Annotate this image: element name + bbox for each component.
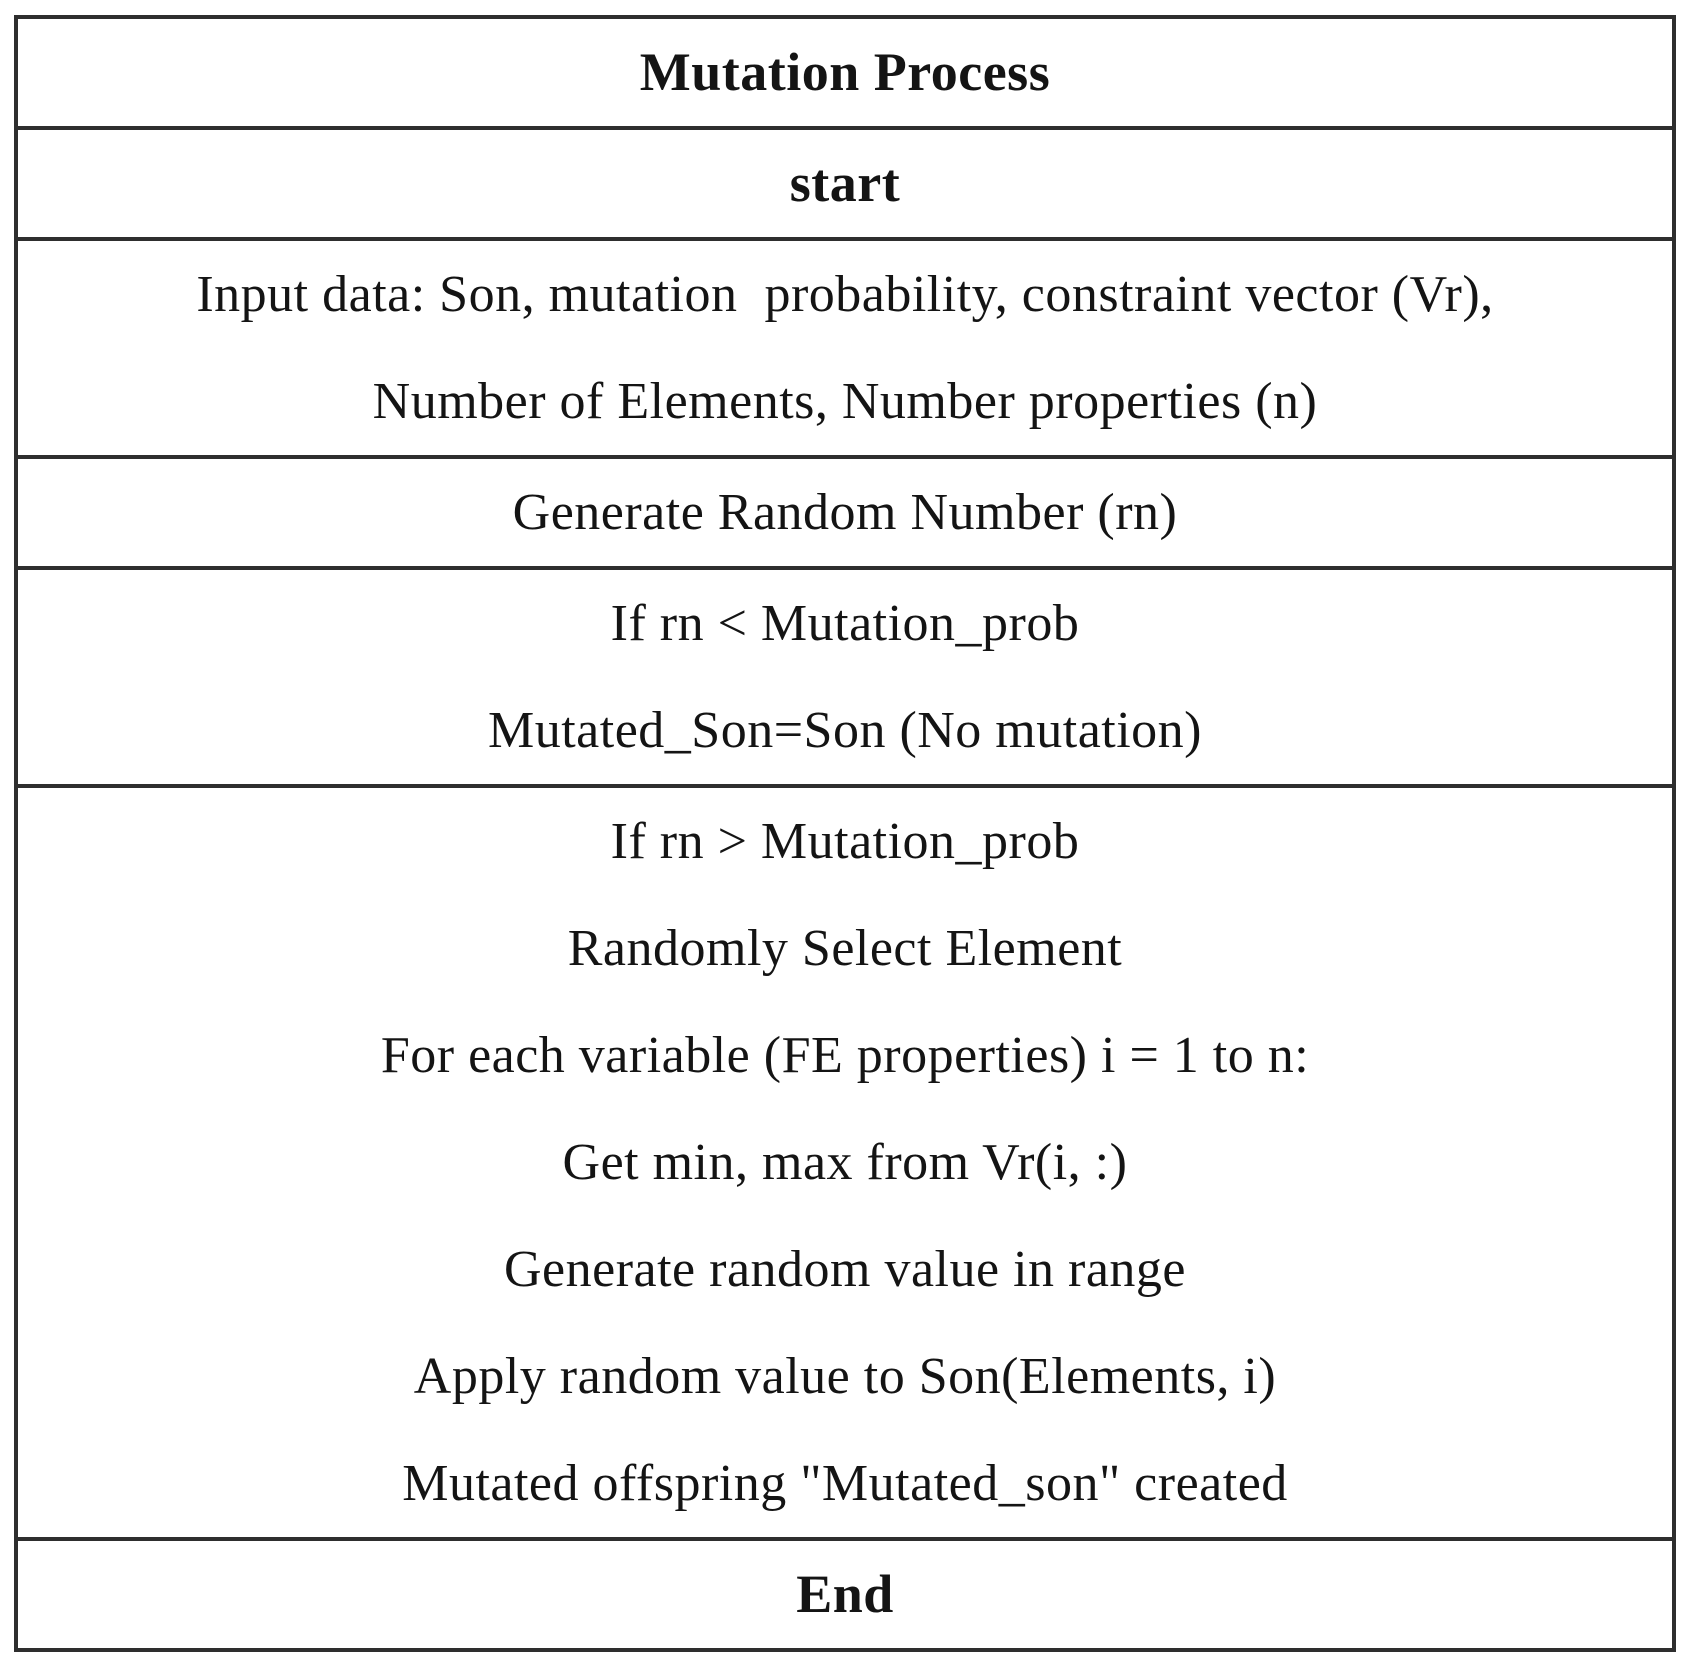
generate-random-text: Generate Random Number (rn): [512, 484, 1178, 541]
for-each-variable: For each variable (FE properties) i = 1 …: [380, 1027, 1310, 1084]
table-row-start: start: [18, 130, 1672, 241]
generate-random-value: Generate random value in range: [503, 1241, 1186, 1298]
table-row-generate-random: Generate Random Number (rn): [18, 459, 1672, 570]
if-less-condition: If rn < Mutation_prob: [610, 595, 1080, 652]
get-min-max: Get min, max from Vr(i, :): [562, 1134, 1128, 1191]
table-row-if-greater-than: If rn > Mutation_prob Randomly Select El…: [18, 788, 1672, 1541]
mutated-offspring-created: Mutated offspring "Mutated_son" created: [402, 1455, 1288, 1512]
table-row-if-less-than: If rn < Mutation_prob Mutated_Son=Son (N…: [18, 570, 1672, 788]
if-greater-condition: If rn > Mutation_prob: [610, 813, 1080, 870]
row-title-text: Mutation Process: [639, 42, 1051, 102]
table-row-end: End: [18, 1541, 1672, 1648]
apply-random-value: Apply random value to Son(Elements, i): [413, 1348, 1277, 1405]
row-end-text: End: [796, 1564, 894, 1624]
input-data-line-1: Input data: Son, mutation probability, c…: [196, 266, 1494, 323]
table-row-input-data: Input data: Son, mutation probability, c…: [18, 241, 1672, 459]
randomly-select-element: Randomly Select Element: [567, 920, 1123, 977]
table-row-title: Mutation Process: [18, 19, 1672, 130]
input-data-line-2: Number of Elements, Number properties (n…: [372, 373, 1318, 430]
mutation-process-table: Mutation Process start Input data: Son, …: [14, 15, 1676, 1652]
if-less-action: Mutated_Son=Son (No mutation): [487, 702, 1202, 759]
row-start-text: start: [789, 153, 901, 213]
